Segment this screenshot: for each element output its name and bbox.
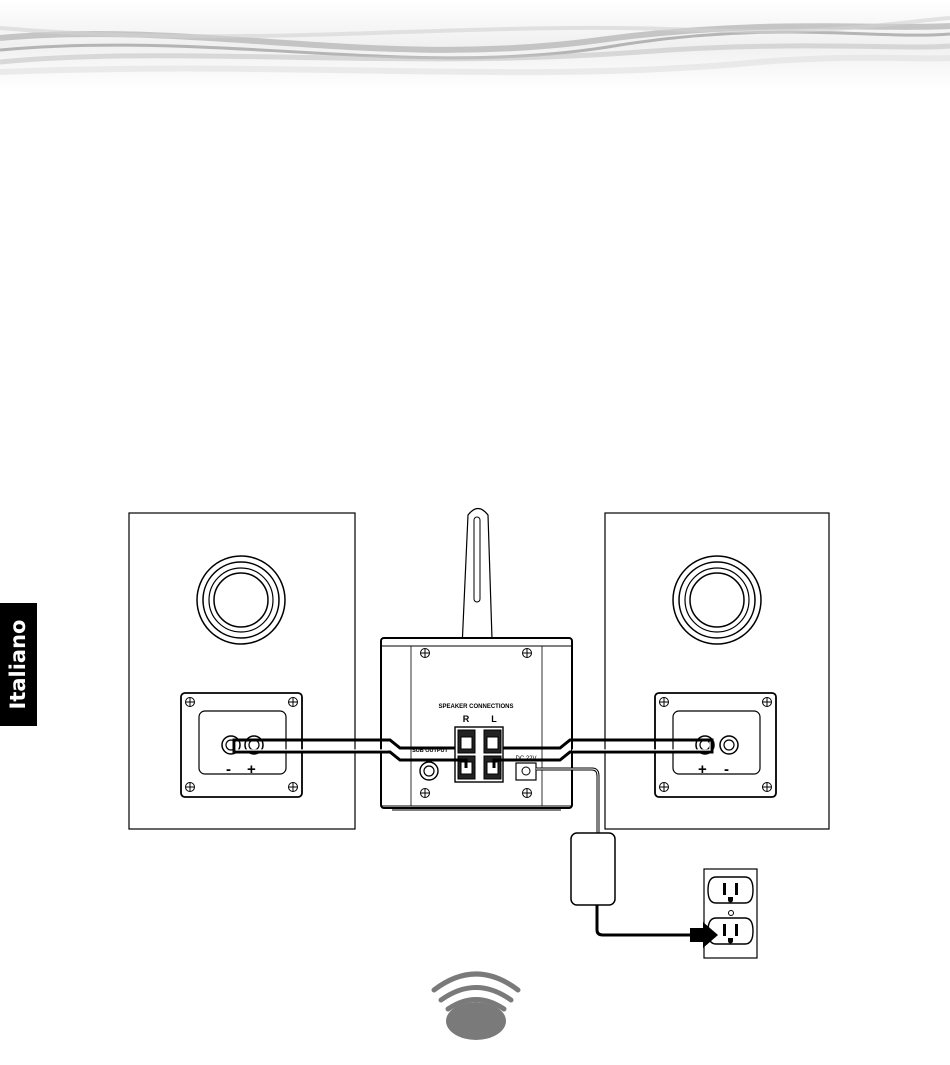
right-speaker-terminal-plate: + - (655, 693, 776, 797)
right-speaker: + - (605, 513, 829, 829)
speaker-clip-terminals (455, 727, 503, 782)
left-speaker-plus-label: + (247, 761, 256, 778)
speaker-connections-label: SPEAKER CONNECTIONS (438, 704, 513, 710)
left-speaker: - + (129, 513, 355, 829)
left-channel-label: L (491, 714, 497, 724)
right-speaker-minus-label: - (724, 761, 729, 778)
right-speaker-driver (673, 556, 761, 644)
left-speaker-driver (197, 556, 285, 644)
subwoofer-unit: SPEAKER CONNECTIONS R L SUB OUTPUT DC 22… (381, 509, 572, 811)
right-channel-label: R (463, 714, 470, 724)
right-speaker-plus-label: + (698, 761, 707, 778)
sub-output-jack (420, 762, 438, 780)
left-speaker-terminal-plate: - + (181, 693, 302, 797)
power-outlet-icon (690, 869, 757, 958)
dc-input-jack (516, 763, 536, 780)
left-speaker-minus-label: - (226, 761, 231, 778)
